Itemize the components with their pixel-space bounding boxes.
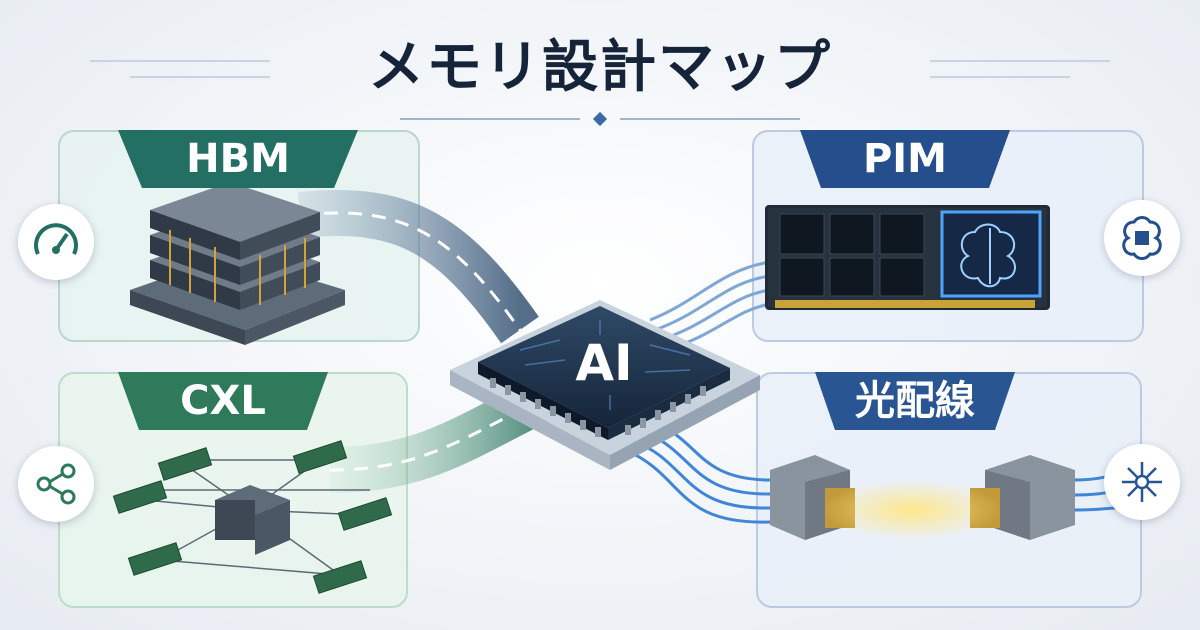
speedometer-icon [18, 204, 94, 280]
hbm-road [297, 189, 539, 344]
cxl-hub [215, 485, 290, 555]
title-deco-right [930, 60, 1110, 62]
title-deco-left [90, 60, 270, 62]
optical-connector-illustration [770, 455, 1151, 540]
hbm-tab: HBM [118, 130, 358, 188]
ai-chip-label: AI [575, 334, 632, 392]
cxl-network-illustration [112, 440, 393, 594]
share-network-icon [18, 446, 94, 522]
optical-tab: 光配線 [815, 372, 1015, 430]
title-underline-right [620, 118, 800, 120]
page-title: メモリ設計マップ [368, 35, 832, 100]
cxl-tab: CXL [118, 372, 328, 430]
hbm-stack-illustration [130, 182, 345, 345]
brain-chip-icon [1104, 200, 1180, 276]
light-burst-icon [1104, 444, 1180, 520]
title-deco-right-2 [930, 76, 1070, 78]
pim-module-illustration [765, 205, 1050, 310]
pim-tab: PIM [800, 130, 1010, 188]
ai-chip: AI [450, 300, 760, 470]
title-underline-left [400, 118, 580, 120]
title-deco-left-2 [130, 76, 270, 78]
